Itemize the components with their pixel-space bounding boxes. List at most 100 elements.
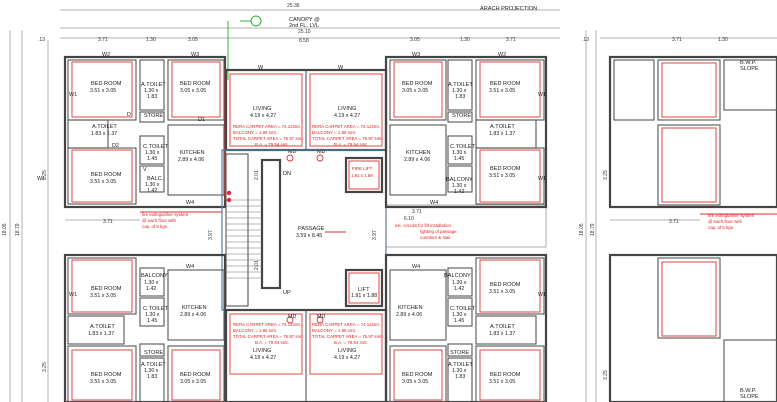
c-toilet-tr-dim1: 1.30 x	[452, 150, 467, 156]
dim-2-01-top: 2.01	[254, 170, 260, 180]
c-toilet-bl-dim1: 1.30 x	[145, 312, 160, 318]
dim-13-b: .13	[582, 37, 589, 43]
a-toilet-tr-2: A.TOILET	[490, 124, 515, 130]
a-toilet-br-2-dim1: 1.30 x	[452, 368, 467, 374]
dim-3-71-a: 3.71	[98, 37, 108, 43]
bwp-slope-top: B.W.P.	[740, 60, 757, 66]
door-d2-tl: D2	[112, 143, 119, 149]
bed-room-tl-3-dim: 3.51 x 3.05	[90, 179, 116, 185]
area-total-br: TOTAL CARPET AREA = 75.97 smt.	[312, 334, 383, 339]
a-toilet-bl-dim: 1.83 x 1.37	[88, 331, 114, 337]
fire-ext-note-left: fire extinguisher system	[142, 212, 188, 217]
a-toilet-br-2-dim2: 1.83	[455, 374, 465, 380]
dim-3-97-left: 3.97	[208, 230, 214, 240]
bed-room-tr-1: BED ROOM	[402, 81, 433, 87]
fire-ext-note-right-3: cap. of 5 kgs.	[708, 225, 734, 230]
living-tr: LIVING	[338, 106, 356, 112]
dim-1-30-c: 1.30	[718, 37, 728, 43]
area-total-tl: TOTAL CARPET AREA = 75.97 smt.	[233, 136, 304, 141]
arach-label: ARACH PROJECTION	[480, 6, 537, 12]
window-w3-tr: W3	[412, 52, 420, 58]
living-br-dim: 4.19 x 4.27	[334, 355, 360, 361]
a-toilet-tl-dim2: 1.83	[147, 94, 157, 100]
c-toilet-tl-dim2: 1.45	[147, 156, 157, 162]
window-w4-tl: W4	[186, 200, 194, 206]
a-toilet-bl-2-dim1: 1.30 x	[144, 368, 159, 374]
bwp-slope-bot: B.W.P.	[740, 388, 757, 394]
unit-top-right	[384, 55, 548, 209]
c-toilet-bl: C.TOILET	[143, 306, 169, 312]
area-balcony-bl: BALCONY = 1.85 smt.	[233, 328, 277, 333]
dim-13-a: .13	[38, 37, 45, 43]
stair-dn-label: DN	[283, 171, 291, 177]
vent-v-tl: V	[143, 167, 147, 173]
bed-room-tl-2-dim: 3.05 x 3.05	[180, 88, 206, 94]
door-md-br: MD	[317, 314, 325, 320]
door-md-tl: MD	[288, 149, 296, 155]
bed-room-br-2: BED ROOM	[402, 372, 433, 378]
window-w1-tr: W1	[538, 176, 546, 182]
bed-room-bl-2: BED ROOM	[91, 372, 122, 378]
kitchen-bl-dim: 2.89 x 4.06	[180, 312, 206, 318]
area-total-tr: TOTAL CARPET AREA = 75.97 smt.	[312, 136, 383, 141]
bed-room-tl-2: BED ROOM	[180, 81, 211, 87]
area-rera-br: RERA CARPET AREA = 74.12smt.	[312, 322, 380, 327]
balc-tl-dim1: 1.30 x	[145, 182, 160, 188]
living-br: LIVING	[338, 348, 356, 354]
fire-lift-dim: 1.91 x 1.88	[351, 173, 373, 178]
dim-3-71-mid-right: 3.71	[412, 209, 422, 215]
bed-room-tr-1-dim: 3.05 x 3.05	[402, 88, 428, 94]
dim-18-79-left: 18.79	[15, 223, 21, 236]
c-toilet-br-dim2: 1.45	[454, 318, 464, 324]
a-toilet-br-2: A.TOILET	[448, 362, 473, 368]
bed-room-bl-2-dim: 3.51 x 3.05	[90, 379, 116, 385]
c-toilet-bl-dim2: 1.45	[147, 318, 157, 324]
bed-room-tr-3-dim: 3.51 x 3.05	[489, 173, 515, 179]
door-d-tl: D	[127, 112, 131, 118]
dim-3-71-far-right: 3.71	[669, 219, 679, 225]
balcony-bl-dim2: 1.42	[146, 286, 156, 292]
living-tr-dim: 4.19 x 4.27	[334, 113, 360, 119]
dim-25-36: 25.36	[287, 3, 300, 9]
window-w-tl: W	[258, 65, 264, 71]
bed-room-tr-2-dim: 3.51 x 3.05	[489, 88, 515, 94]
bed-room-bl-1: BED ROOM	[91, 286, 122, 292]
store-bl: STORE	[144, 350, 163, 356]
bed-room-tr-3: BED ROOM	[490, 166, 521, 172]
area-balcony-tr: BALCONY = 1.85 smt.	[312, 130, 356, 135]
fire-ext-note-left-3: cap. of 5 kgs.	[142, 224, 168, 229]
passage-dim: 3.59 x 8.45	[296, 233, 322, 239]
window-w1-br: W1	[538, 292, 546, 298]
lift-dim: 1.91 x 1.88	[351, 293, 377, 299]
window-w4-tr: W4	[430, 200, 438, 206]
a-toilet-tl-2: A.TOILET	[92, 124, 117, 130]
living-tl: LIVING	[253, 106, 271, 112]
a-toilet-bl: A.TOILET	[90, 324, 115, 330]
top-dimensions: 25.36 25.10 8.58 3.71 1.30 3.05 3.05 1.3…	[38, 3, 777, 80]
ele-circuit-note-3: corridors & stair	[420, 235, 451, 240]
bed-room-br-1-dim: 3.51 x 3.05	[489, 289, 515, 295]
window-w1-tl: W1	[69, 92, 77, 98]
c-toilet-tl: C.TOILET	[143, 144, 169, 150]
dim-3-25-left: 3.25	[42, 170, 48, 180]
dim-18-05-left: 18.05	[2, 223, 8, 236]
lift-label: LIFT	[358, 287, 370, 293]
balcony-br: BALCONY	[444, 273, 471, 279]
window-w3-tl: W3	[191, 52, 199, 58]
door-md-tr: MD	[317, 149, 325, 155]
a-toilet-tl-2-dim: 1.83 x 1.37	[91, 131, 117, 137]
window-w-tr: W	[338, 65, 344, 71]
bed-room-bl-1-dim: 3.51 x 3.05	[90, 293, 116, 299]
dim-1-30-a: 1.30	[146, 37, 156, 43]
window-w1-tl-b: W1	[37, 176, 45, 182]
area-balcony-tl: BALCONY = 1.85 smt.	[233, 130, 277, 135]
dim-18-79-right: 18.79	[590, 223, 596, 236]
fire-ext-note-right: fire extinguisher system	[708, 213, 754, 218]
balcony-br-dim1: 1.30 x	[452, 280, 467, 286]
dim-3-25-left-b: 3.25	[42, 362, 48, 372]
dim-3-05-a: 3.05	[188, 37, 198, 43]
balcony-tr-dim1: 1.30 x	[452, 183, 467, 189]
dim-1-30-b: 1.30	[460, 37, 470, 43]
dim-3-71-mid-left: 3.71	[103, 219, 113, 225]
store-tr: STORE	[452, 113, 471, 119]
